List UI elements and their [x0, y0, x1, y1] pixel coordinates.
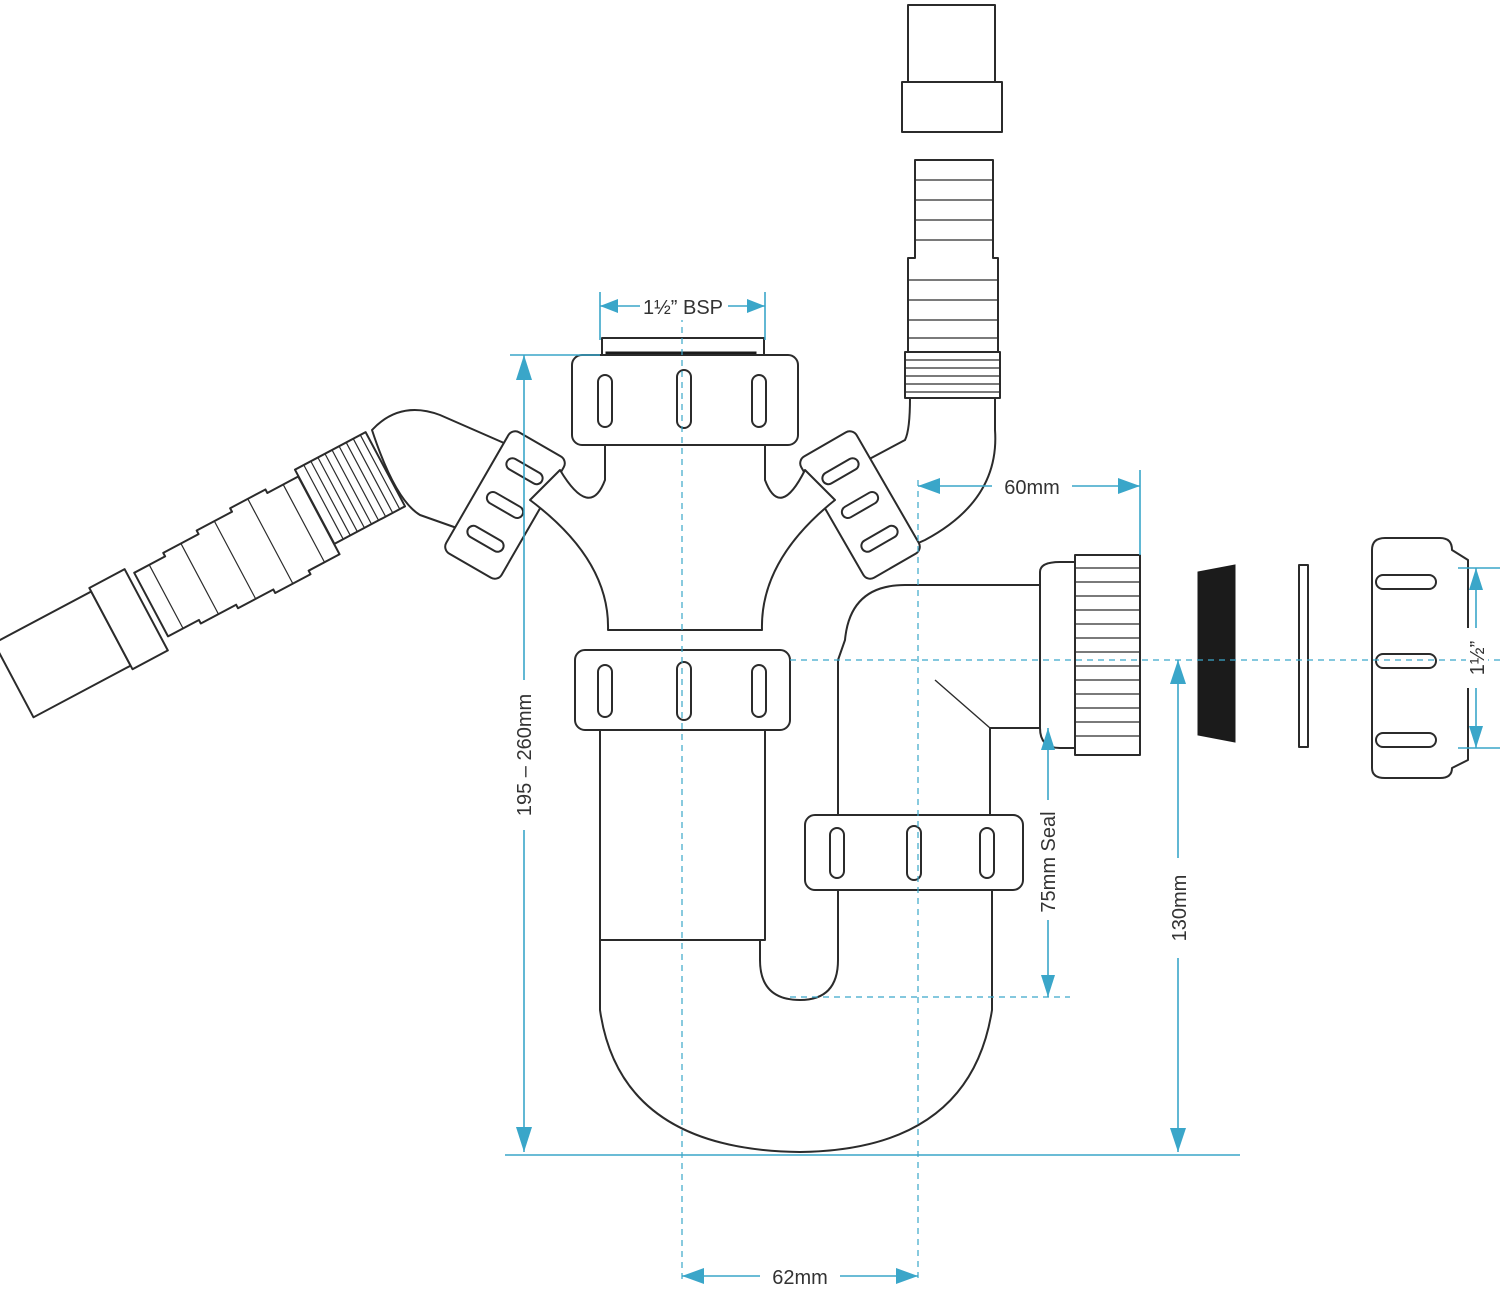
water-seal-label: 75mm Seal — [1038, 811, 1060, 912]
cone-seal — [1197, 564, 1236, 743]
branch-offset-label: 60mm — [1004, 477, 1060, 499]
outlet-size-label: 1½” — [1467, 641, 1489, 675]
outlet-height-label: 130mm — [1169, 875, 1191, 942]
top-thread-label: 1½” BSP — [643, 297, 723, 319]
outlet-nut — [1371, 537, 1469, 779]
left-hose-connector — [0, 409, 521, 719]
right-branch-nut — [799, 430, 921, 580]
top-nut — [571, 354, 799, 446]
flat-washer — [1298, 564, 1309, 748]
lower-nut — [804, 814, 1024, 891]
trap-offset-label: 62mm — [772, 1267, 828, 1289]
height-range-label: 195 – 260mm — [514, 694, 536, 816]
right-hose-connector — [829, 4, 1003, 561]
